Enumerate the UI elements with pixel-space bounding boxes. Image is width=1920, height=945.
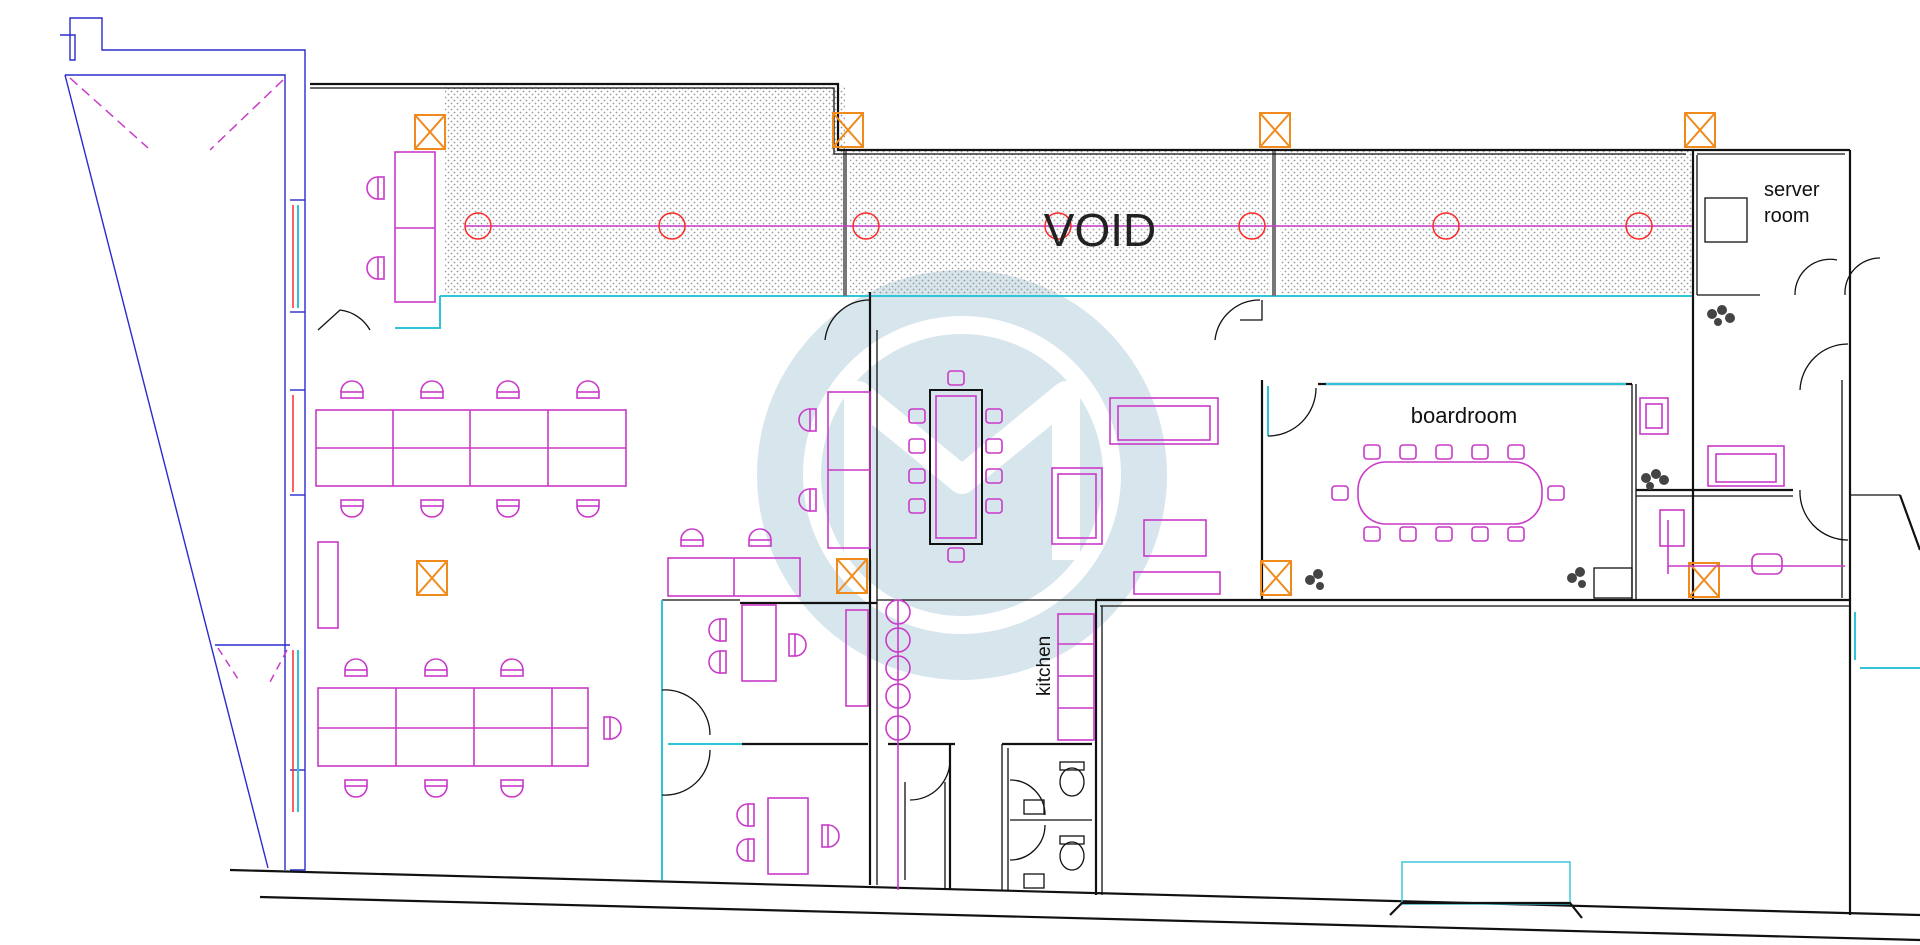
walls: [229, 82, 1920, 942]
desks-top-left: [366, 151, 436, 303]
server-room-label-line2: room: [1764, 205, 1810, 227]
server-room-label-line1: server: [1764, 179, 1820, 201]
kitchen-fittings: [845, 599, 1095, 890]
void-area: [440, 86, 1693, 297]
desks-breakout: [798, 370, 1221, 595]
desk-cluster-upper: [315, 380, 627, 518]
boardroom-label: boardroom: [1411, 403, 1517, 428]
desk-cluster-lower: [317, 541, 622, 798]
plant-icon: [1305, 305, 1735, 590]
kitchen-label: kitchen: [1034, 636, 1055, 696]
windows: [292, 205, 299, 812]
desks-middle: [667, 528, 840, 875]
circle-light-icon: [464, 212, 1653, 240]
right-office-furniture: [1639, 397, 1845, 575]
logo-m-watermark-icon: [757, 270, 1167, 680]
wc-fixtures: [1023, 761, 1085, 889]
void-label: VOID: [1044, 204, 1156, 256]
site-boundary: [60, 17, 306, 871]
boardroom-table: [1331, 444, 1565, 542]
